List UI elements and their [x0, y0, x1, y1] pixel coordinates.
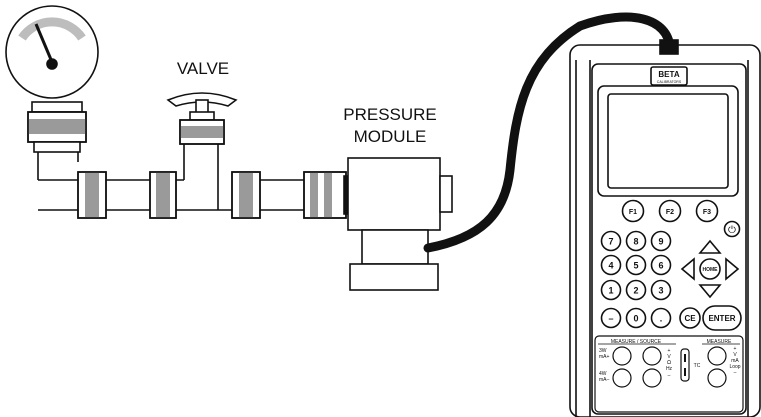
jack-v-minus[interactable] — [642, 368, 662, 388]
enter-key-label: ENTER — [708, 314, 735, 323]
keypad-key[interactable] — [625, 307, 647, 329]
jack-measure-minus[interactable] — [707, 368, 727, 388]
nav-up-arrow[interactable] — [698, 239, 722, 254]
brand-badge — [650, 66, 688, 86]
valve-label: VALVE — [176, 59, 230, 78]
vohmhz-v-label: V — [667, 354, 671, 360]
keypad-key-label: 3 — [658, 286, 663, 296]
enter-key[interactable] — [702, 305, 742, 331]
keypad-key[interactable] — [600, 230, 622, 252]
vohmhz-ohm-label: Ω — [667, 360, 671, 366]
vohmhz-minus-label: – — [668, 373, 671, 379]
jack-4w[interactable] — [612, 368, 632, 388]
cable — [423, 12, 675, 253]
keypad-key[interactable] — [625, 254, 647, 276]
pressure-module-label-line1: PRESSURE — [343, 105, 437, 124]
three-wire-label: 3W — [599, 348, 607, 354]
vohmhz-hz-label: Hz — [666, 366, 673, 372]
home-key-label: HOME — [703, 267, 719, 273]
vohmhz-plus-label: + — [668, 348, 671, 354]
measure-source-label: MEASURE / SOURCE — [611, 339, 662, 345]
jack-measure-plus[interactable] — [707, 346, 727, 366]
jack-panel: MEASURE / SOURCE MEASURE 3W mA+ 4W mA– +… — [594, 335, 744, 413]
keypad-key-label: 1 — [608, 286, 613, 296]
jack-3w[interactable] — [612, 346, 632, 366]
keypad-key-label: 5 — [633, 261, 638, 271]
display-bezel — [597, 85, 739, 197]
ce-key[interactable] — [679, 307, 701, 329]
measure-loop-label: Loop — [729, 364, 740, 370]
display-screen — [607, 93, 729, 189]
keypad-key-label: . — [660, 314, 663, 324]
ce-key-label: CE — [684, 314, 696, 323]
f1-key-label: F1 — [629, 209, 637, 216]
f1-key[interactable] — [621, 199, 645, 223]
pressure-module-label-line2: MODULE — [353, 127, 427, 146]
ma-plus-label: mA+ — [599, 354, 610, 360]
keypad-key-label: – — [608, 314, 613, 324]
numeric-keypad: 7 8 9 4 5 6 1 2 3 – 0. — [600, 230, 672, 329]
keypad-key-label: 4 — [608, 261, 613, 271]
keypad-key[interactable] — [625, 279, 647, 301]
f3-key[interactable] — [695, 199, 719, 223]
keypad-key[interactable] — [625, 230, 647, 252]
keypad-key[interactable] — [650, 279, 672, 301]
keypad-key[interactable] — [600, 279, 622, 301]
brand-label: BETA — [658, 70, 679, 79]
f2-key-label: F2 — [666, 209, 674, 216]
measure-v-label: V — [733, 352, 737, 358]
keypad-key[interactable] — [650, 230, 672, 252]
measure-label: MEASURE — [707, 339, 732, 345]
keypad-key[interactable] — [600, 307, 622, 329]
keypad-key[interactable] — [650, 307, 672, 329]
pipe — [38, 171, 349, 219]
four-wire-label: 4W — [599, 371, 607, 377]
valve — [166, 92, 238, 210]
home-key[interactable] — [699, 258, 721, 280]
measure-minus-label: – — [734, 370, 737, 376]
tc-connector[interactable] — [680, 348, 690, 382]
navigation-pad: HOME — [680, 239, 740, 299]
keypad-key-label: 6 — [658, 261, 663, 271]
brand-sub-label: CALIBRATORS — [657, 80, 682, 84]
measure-ma-label: mA — [731, 358, 739, 364]
nav-left-arrow[interactable] — [680, 257, 695, 281]
f3-key-label: F3 — [703, 209, 711, 216]
calibrator: BETA CALIBRATORS F1 F2 F3 ⏻ 7 8 9 4 5 6 1 2 3 – 0.… — [569, 39, 761, 417]
keypad-key[interactable] — [650, 254, 672, 276]
keypad-key-label: 9 — [658, 237, 663, 247]
function-keys: F1 F2 F3 — [621, 199, 719, 223]
tc-label: TC — [694, 363, 701, 369]
keypad-key-label: 2 — [633, 286, 638, 296]
power-key[interactable] — [723, 220, 741, 238]
keypad-key-label: 8 — [633, 237, 638, 247]
power-icon: ⏻ — [728, 225, 736, 236]
keypad-key-label: 7 — [608, 237, 613, 247]
f2-key[interactable] — [658, 199, 682, 223]
keypad-key[interactable] — [600, 254, 622, 276]
nav-right-arrow[interactable] — [725, 257, 740, 281]
jack-v-plus[interactable] — [642, 346, 662, 366]
pressure-module — [347, 157, 453, 291]
keypad-key-label: 0 — [633, 314, 638, 324]
measure-plus-label: + — [734, 346, 737, 352]
ma-minus-label: mA– — [599, 377, 610, 383]
pressure-gauge — [5, 5, 99, 180]
nav-down-arrow[interactable] — [698, 284, 722, 299]
